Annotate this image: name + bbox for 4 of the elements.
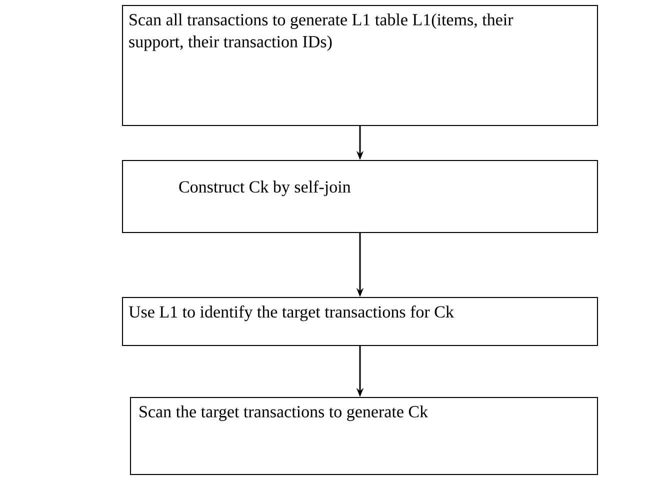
process-box: Construct Ck by self-join bbox=[122, 160, 598, 233]
process-box: Scan all transactions to generate L1 table L1(items, their support, their transaction IDs) bbox=[122, 5, 598, 126]
process-box: Use L1 to identify the target transactions for Ck bbox=[122, 297, 598, 346]
process-box: Scan the target transactions to generate Ck bbox=[130, 397, 598, 475]
